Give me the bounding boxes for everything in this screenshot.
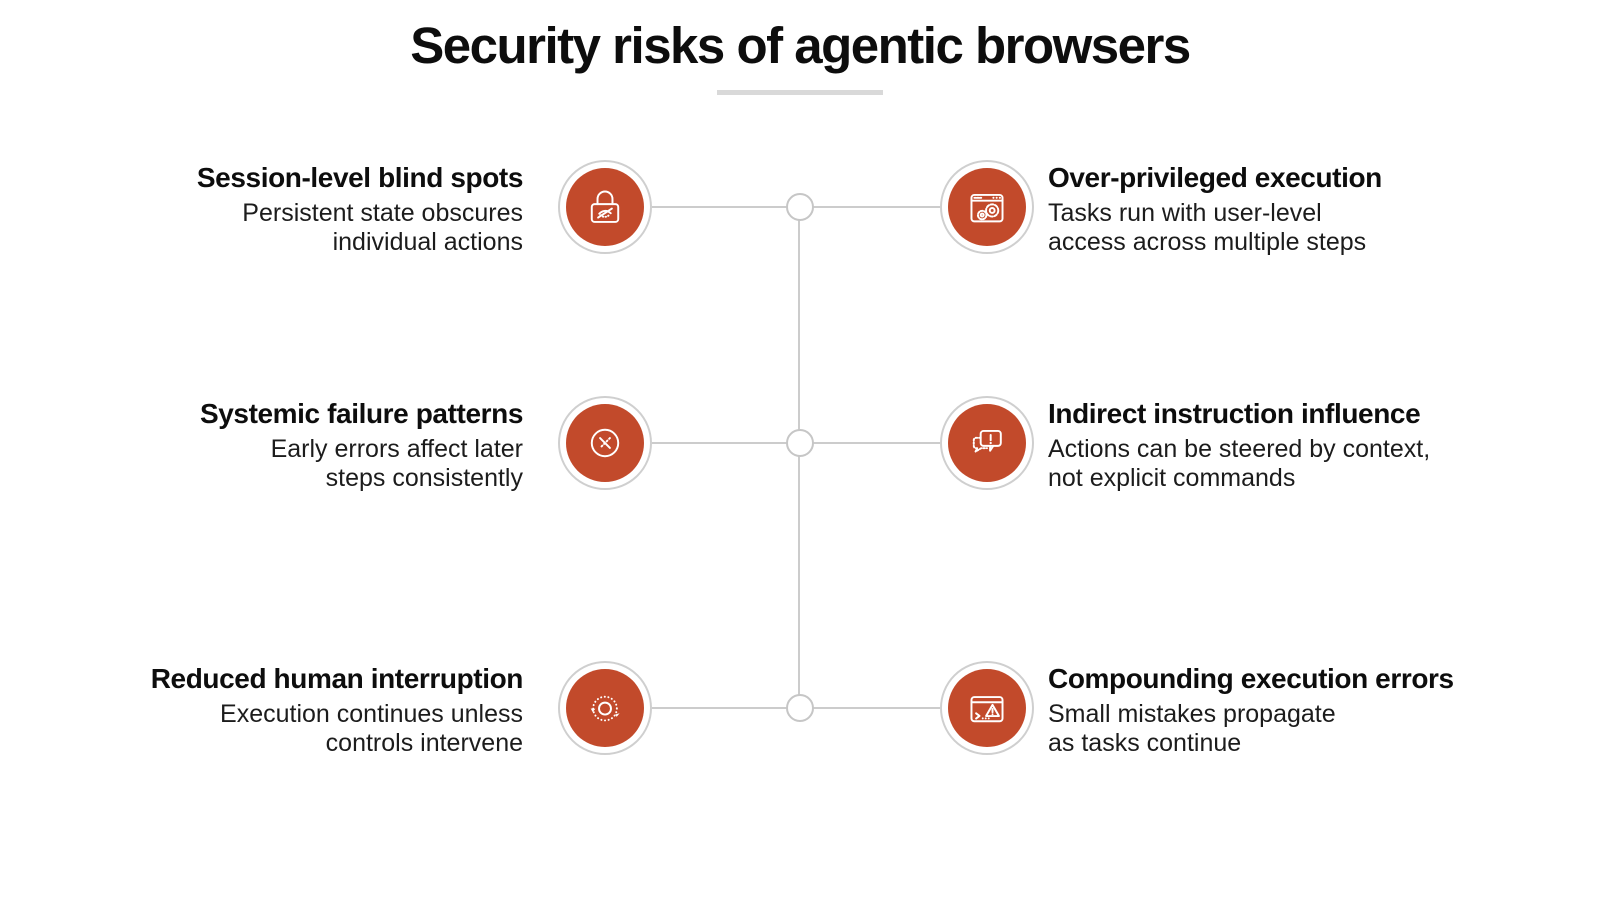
connector-node-row1: [786, 193, 814, 221]
lock-hidden-eye-icon: [566, 168, 644, 246]
item-description: Small mistakes propagate as tasks contin…: [1048, 700, 1336, 758]
terminal-warning-icon: [948, 669, 1026, 747]
item-description: Execution continues unless controls inte…: [220, 700, 523, 758]
item-reduced-human-interruption: Reduced human interruption Execution con…: [53, 663, 524, 759]
item-title: Compounding execution errors: [1048, 663, 1454, 694]
item-over-privileged-execution: Over-privileged execution Tasks run with…: [1048, 162, 1518, 258]
item-description: Actions can be steered by context, not e…: [1048, 435, 1431, 493]
item-title: Indirect instruction influence: [1048, 398, 1421, 429]
connector-node-row3: [786, 694, 814, 722]
medallion-session-level-blind-spots: [558, 160, 652, 254]
item-title: Reduced human interruption: [150, 663, 524, 694]
item-indirect-instruction-influence: Indirect instruction influence Actions c…: [1048, 398, 1518, 494]
connector-vertical-line: [798, 207, 800, 708]
page-title: Security risks of agentic browsers: [410, 17, 1191, 74]
item-title: Over-privileged execution: [1048, 162, 1382, 193]
item-session-level-blind-spots: Session-level blind spots Persistent sta…: [53, 162, 523, 258]
medallion-over-privileged-execution: [940, 160, 1034, 254]
item-compounding-execution-errors: Compounding execution errors Small mista…: [1048, 663, 1518, 759]
medallion-indirect-instruction-influence: [940, 396, 1034, 490]
connector-node-row2: [786, 429, 814, 457]
item-title: Session-level blind spots: [196, 162, 523, 193]
item-description: Persistent state obscures individual act…: [242, 199, 523, 257]
item-description: Early errors affect later steps consiste…: [270, 435, 523, 493]
item-description: Tasks run with user-level access across …: [1048, 199, 1367, 257]
browser-gears-icon: [948, 168, 1026, 246]
item-title: Systemic failure patterns: [199, 398, 523, 429]
chat-warning-icon: [948, 404, 1026, 482]
medallion-compounding-execution-errors: [940, 661, 1034, 755]
title-underline: [717, 90, 883, 95]
medallion-systemic-failure-patterns: [558, 396, 652, 490]
loop-arrows-icon: [566, 669, 644, 747]
item-systemic-failure-patterns: Systemic failure patterns Early errors a…: [53, 398, 523, 494]
medallion-reduced-human-interruption: [558, 661, 652, 755]
circle-x-icon: [566, 404, 644, 482]
